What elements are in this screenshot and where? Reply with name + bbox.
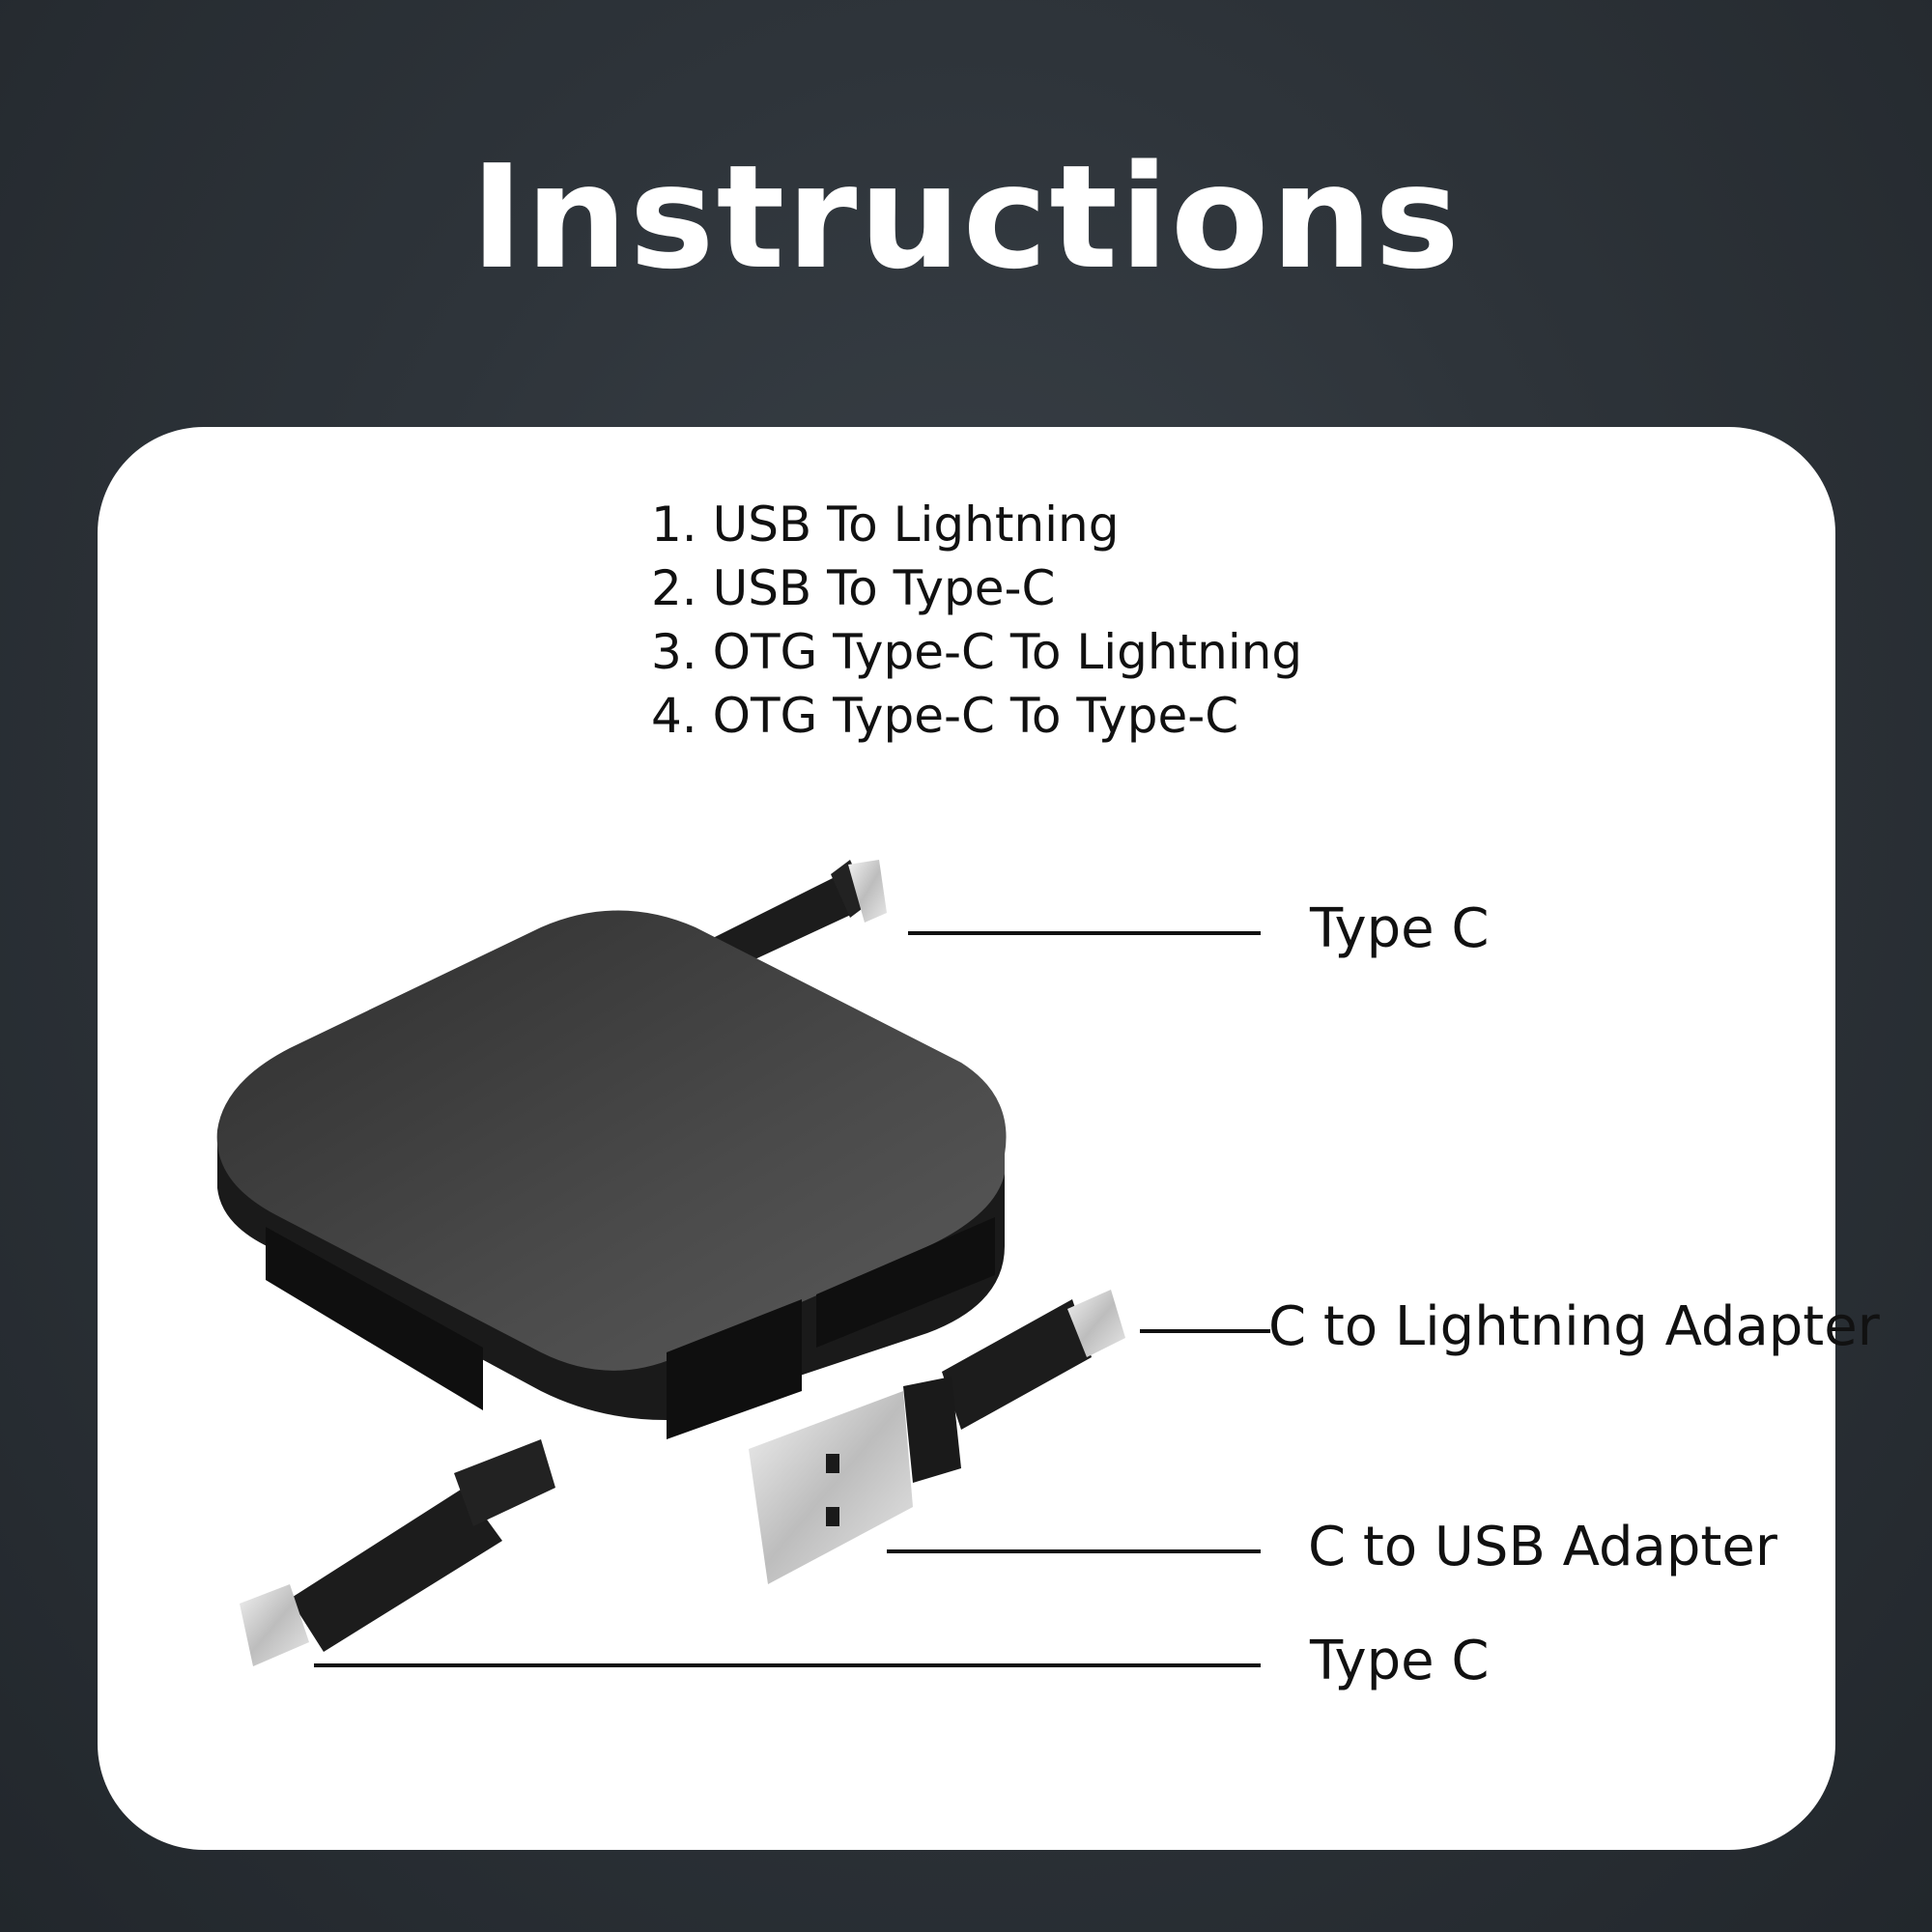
callout-label-c-to-usb: C to USB Adapter: [1308, 1516, 1777, 1578]
callout-label-c-to-lightning: C to Lightning Adapter: [1268, 1295, 1880, 1358]
callout-label-type-c-top: Type C: [1310, 897, 1490, 960]
callout-line-c-to-usb: [887, 1549, 1261, 1553]
callout-line-c-to-lightning: [1140, 1329, 1270, 1333]
c-to-usb-adapter: [749, 1377, 961, 1584]
callout-line-type-c-bottom: [314, 1663, 1261, 1667]
mode-item: 2. USB To Type-C: [651, 560, 1056, 616]
callout-label-type-c-bottom: Type C: [1310, 1630, 1490, 1692]
mode-item: 4. OTG Type-C To Type-C: [651, 688, 1239, 744]
c-to-lightning-adapter: [942, 1290, 1125, 1430]
device-body-top: [216, 910, 1007, 1371]
page-title: Instructions: [470, 134, 1462, 300]
mode-item: 3. OTG Type-C To Lightning: [651, 624, 1303, 680]
type-c-cable-top: [705, 860, 887, 976]
type-c-cable-bottom: [240, 1439, 555, 1666]
mode-item: 1. USB To Lightning: [651, 497, 1120, 553]
mode-list: 1. USB To Lightning 2. USB To Type-C 3. …: [651, 493, 1302, 748]
callout-line-type-c-top: [908, 931, 1261, 935]
